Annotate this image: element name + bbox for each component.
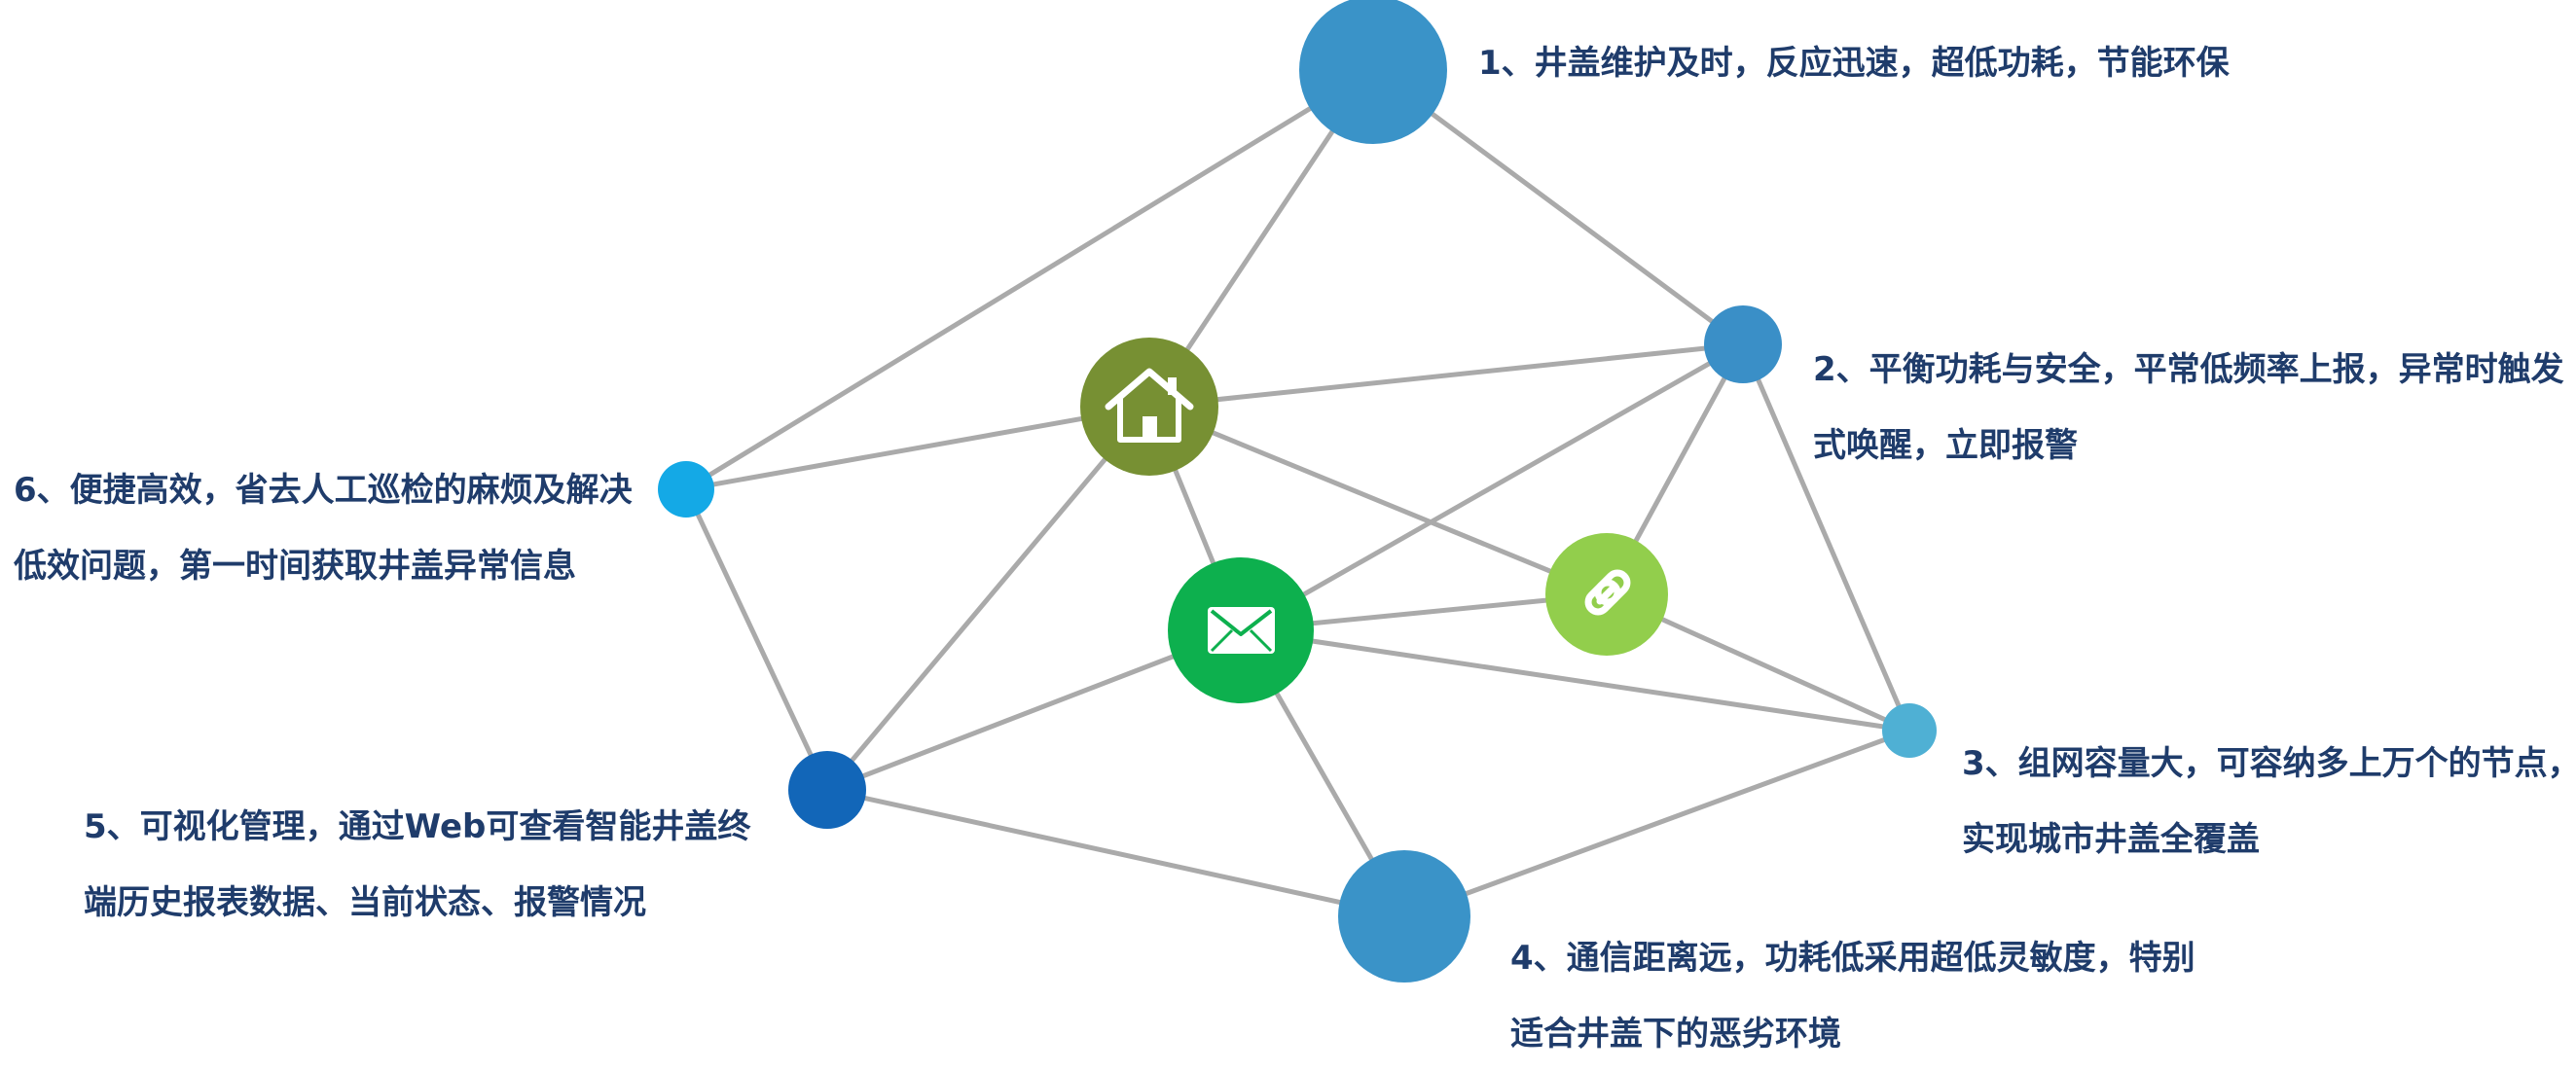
home-icon xyxy=(1105,368,1194,443)
edge-right-low-bottom xyxy=(1403,728,1910,919)
node-right-low xyxy=(1882,703,1937,758)
label-item-1: 1、井盖维护及时，反应迅速，超低功耗，节能环保 xyxy=(1478,25,2230,101)
label-item-1-line-1: 1、井盖维护及时，反应迅速，超低功耗，节能环保 xyxy=(1478,44,2230,83)
label-item-6-line-2: 低效问题，第一时间获取井盖异常信息 xyxy=(14,547,576,586)
label-item-4-line-2: 适合井盖下的恶劣环境 xyxy=(1510,1015,1841,1054)
edge-right-right-low xyxy=(1740,343,1912,732)
edge-home-link xyxy=(1148,404,1608,597)
label-item-3: 3、组网容量大，可容纳多上万个的节点， 实现城市井盖全覆盖 xyxy=(1962,726,2576,877)
edge-right-mail xyxy=(1239,341,1745,633)
label-item-3-line-1: 3、组网容量大，可容纳多上万个的节点， xyxy=(1962,744,2576,783)
edge-top-right xyxy=(1371,67,1745,347)
label-item-3-line-2: 实现城市井盖全覆盖 xyxy=(1962,820,2260,859)
node-home xyxy=(1080,338,1218,476)
edge-left-low-home xyxy=(825,405,1151,792)
label-item-2-line-1: 2、平衡功耗与安全，平常低频率上报，异常时触发 xyxy=(1813,350,2564,389)
label-item-5: 5、可视化管理，通过Web可查看智能井盖终 端历史报表数据、当前状态、报警情况 xyxy=(84,789,750,941)
edge-left-low-left xyxy=(683,487,830,792)
label-item-6-line-1: 6、便捷高效，省去人工巡检的麻烦及解决 xyxy=(14,471,633,510)
label-item-6: 6、便捷高效，省去人工巡检的麻烦及解决 低效问题，第一时间获取井盖异常信息 xyxy=(14,452,633,604)
edge-bottom-left-low xyxy=(826,787,1405,919)
edge-top-left xyxy=(684,67,1375,492)
label-item-5-line-1: 5、可视化管理，通过Web可查看智能井盖终 xyxy=(84,807,751,846)
edge-right-home xyxy=(1148,341,1744,410)
label-item-4: 4、通信距离远，功耗低采用超低灵敏度，特别 适合井盖下的恶劣环境 xyxy=(1510,920,2195,1072)
node-right xyxy=(1704,305,1782,383)
edge-left-home xyxy=(685,404,1150,492)
label-item-4-line-1: 4、通信距离远，功耗低采用超低灵敏度，特别 xyxy=(1510,939,2195,978)
node-top xyxy=(1299,0,1447,144)
edges xyxy=(683,67,1912,919)
node-bottom xyxy=(1338,850,1470,983)
label-item-2: 2、平衡功耗与安全，平常低频率上报，异常时触发 式唤醒，立即报警 xyxy=(1813,332,2564,483)
link-icon xyxy=(1584,569,1631,616)
node-left xyxy=(658,461,714,518)
edge-left-low-mail xyxy=(826,627,1242,793)
edge-right-low-mail xyxy=(1240,627,1910,733)
label-item-5-line-2: 端历史报表数据、当前状态、报警情况 xyxy=(84,883,646,922)
envelope-icon xyxy=(1208,607,1275,654)
label-item-2-line-2: 式唤醒，立即报警 xyxy=(1813,426,2078,465)
node-left-low xyxy=(788,751,866,829)
